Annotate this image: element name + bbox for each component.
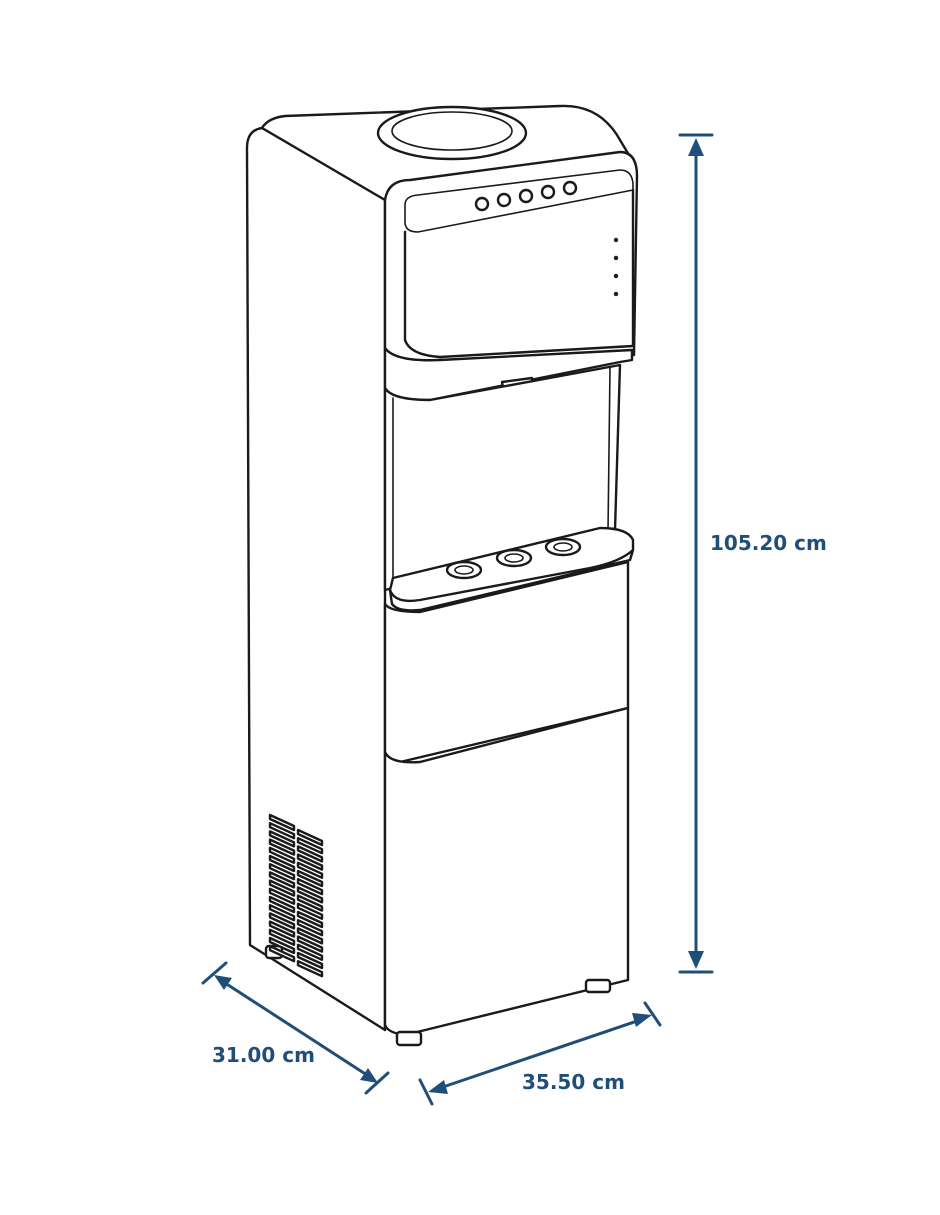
control-button-2: [496, 192, 512, 208]
height-label: 105.20 cm: [710, 531, 827, 555]
vent-slat: [268, 838, 296, 856]
control-panel-strip: [404, 169, 634, 233]
depth-label: 31.00 cm: [212, 1043, 315, 1067]
control-button-4: [540, 184, 556, 200]
vent-slat: [296, 828, 324, 847]
control-button-5: [562, 180, 578, 196]
vent-slat: [268, 945, 296, 963]
vent-slat: [268, 936, 296, 955]
vent-slat: [296, 869, 324, 888]
width-dimension-line: [418, 1001, 662, 1106]
dispensing-recess: [383, 363, 622, 592]
vent-slat: [268, 904, 296, 922]
vent-slat: [296, 902, 324, 920]
control-buttons: [474, 180, 578, 212]
vent-slat: [296, 960, 324, 978]
vent-slat: [268, 871, 296, 889]
vent-slat: [296, 910, 324, 929]
drip-tray: [388, 526, 635, 612]
bottle-opening: [376, 105, 528, 161]
vent-slat: [296, 853, 324, 871]
ventilation-grille: [268, 813, 324, 978]
vent-slat: [296, 927, 324, 945]
vent-slat: [268, 854, 296, 873]
vent-slat: [296, 861, 324, 879]
vent-slat: [296, 894, 324, 912]
control-button-3: [518, 188, 534, 204]
vent-slat: [296, 935, 324, 953]
vent-slat: [296, 943, 324, 961]
vent-slat: [268, 879, 296, 897]
head-lower-band: [403, 230, 635, 359]
depth-dimension-line: [201, 961, 390, 1095]
vent-slat: [268, 830, 296, 848]
vent-slat: [268, 928, 296, 946]
width-label: 35.50 cm: [522, 1070, 625, 1094]
vent-slat: [296, 878, 324, 896]
vent-slat: [296, 886, 324, 904]
control-button-1: [474, 196, 490, 212]
vent-slat: [296, 837, 324, 855]
indicator-lights: [613, 237, 619, 297]
vent-slat: [268, 895, 296, 914]
vent-slat: [268, 863, 296, 881]
vent-slat: [268, 920, 296, 938]
vent-slat: [296, 951, 324, 970]
vent-slat: [296, 919, 324, 937]
vent-slat: [296, 845, 324, 863]
vent-slat: [268, 846, 296, 864]
vent-slat: [268, 912, 296, 930]
front-door-lower: [383, 706, 630, 1037]
vent-slat: [268, 813, 296, 832]
vent-slat: [268, 822, 296, 840]
height-dimension-line: [678, 133, 714, 974]
vent-slat: [268, 887, 296, 905]
